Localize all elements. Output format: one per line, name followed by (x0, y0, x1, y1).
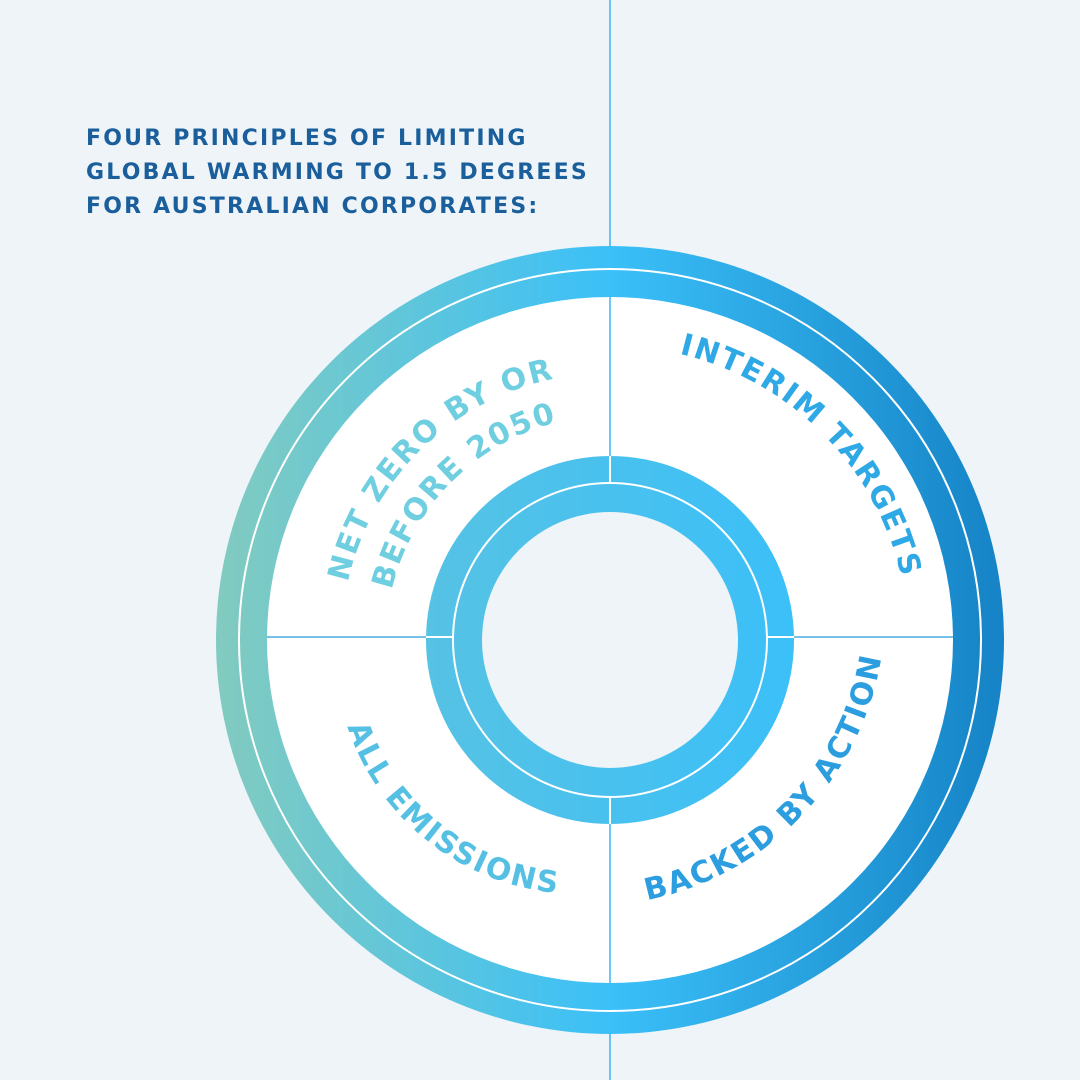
title-line-2: GLOBAL WARMING TO 1.5 DEGREES (86, 160, 589, 185)
outer-ring-outline (238, 268, 982, 1012)
title-line-3: FOR AUSTRALIAN CORPORATES: (86, 194, 540, 219)
infographic-title: FOUR PRINCIPLES OF LIMITING GLOBAL WARMI… (86, 122, 589, 224)
center-hole (482, 512, 738, 768)
title-line-1: FOUR PRINCIPLES OF LIMITING (86, 126, 528, 151)
